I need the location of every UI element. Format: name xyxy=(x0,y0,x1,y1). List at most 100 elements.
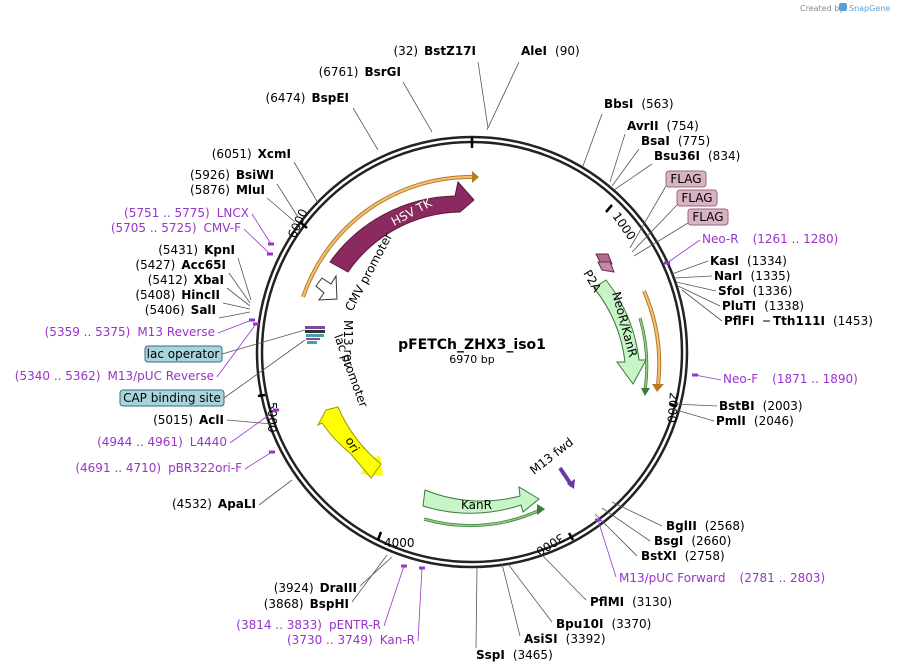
leader-line xyxy=(613,163,653,191)
site-label: (775) xyxy=(678,134,710,148)
site-label: BsiWI xyxy=(236,168,274,182)
leader-line xyxy=(251,213,272,245)
flag-label: FLAG xyxy=(670,172,701,186)
leader-line xyxy=(594,513,638,557)
site-label: Acc65I xyxy=(181,258,226,272)
leader-line xyxy=(507,563,553,623)
site-label: KasI xyxy=(710,254,739,268)
leader-line xyxy=(226,419,273,425)
leader-line xyxy=(222,302,251,310)
site-label: DraIII xyxy=(320,581,357,595)
site-label: (32) xyxy=(393,44,418,58)
tick-label: 3000 xyxy=(534,530,567,558)
site-label: (2046) xyxy=(754,414,794,428)
leader-line xyxy=(229,409,277,444)
site-label: (2781 .. 2803) xyxy=(740,571,826,585)
leader-line xyxy=(501,563,521,637)
kanr-feature[interactable] xyxy=(422,486,540,514)
leader-line xyxy=(477,61,489,129)
plasmid-name: pFETCh_ZHX3_iso1 xyxy=(398,337,546,353)
leader-line xyxy=(237,257,252,301)
site-label: (5427) xyxy=(135,258,175,272)
site-label: Kan-R xyxy=(380,633,415,647)
site-label: (1453) xyxy=(833,314,873,328)
site-label: (2568) xyxy=(705,519,745,533)
site-label: MluI xyxy=(236,183,265,197)
leader-line xyxy=(540,553,587,601)
site-label: BsaI xyxy=(641,134,670,148)
flag-box-2[interactable]: FLAG xyxy=(676,189,718,207)
leader-line xyxy=(673,275,713,279)
site-label: BspEI xyxy=(311,91,349,105)
leader-line xyxy=(611,148,640,187)
site-label: BbsI xyxy=(604,97,633,111)
site-label: (3814 .. 3833) xyxy=(236,618,322,632)
leader-line xyxy=(629,185,667,249)
site-label: (3465) xyxy=(513,648,553,662)
site-label: (4691 .. 4710) xyxy=(75,461,161,475)
site-label: AsiSI xyxy=(524,632,558,646)
flag-box-1[interactable]: FLAG xyxy=(665,170,707,188)
leader-line xyxy=(675,281,717,292)
snapgene-logo-icon xyxy=(839,3,847,11)
tick-label: 2000 xyxy=(664,392,681,424)
leader-line xyxy=(631,204,678,253)
leader-line xyxy=(601,507,651,542)
leader-line xyxy=(226,287,251,307)
site-label: XcmI xyxy=(258,147,291,161)
tick-mark xyxy=(257,393,266,398)
site-label: (5926) xyxy=(190,168,230,182)
leader-line xyxy=(217,319,253,334)
site-label: (563) xyxy=(641,97,673,111)
neor-feature[interactable] xyxy=(593,279,647,385)
tick-label: 1000 xyxy=(610,210,639,243)
lac-operator-box[interactable]: lac operator xyxy=(144,345,223,363)
leader-line xyxy=(351,554,388,603)
site-label: (5705 .. 5725) xyxy=(111,221,197,235)
flag-box-3[interactable]: FLAG xyxy=(687,208,729,226)
cap-site-box[interactable]: CAP binding site xyxy=(119,389,225,407)
site-label: Bpu10I xyxy=(556,617,603,631)
lac-operator-feature[interactable] xyxy=(305,326,325,344)
site-label: (1335) xyxy=(751,269,791,283)
p2a-feature[interactable] xyxy=(595,253,615,273)
site-label: (5359 .. 5375) xyxy=(45,325,131,339)
leader-line xyxy=(633,222,689,257)
hsv-tk-feature[interactable] xyxy=(329,180,475,273)
cap-site-text: CAP binding site xyxy=(123,391,221,405)
leader-line xyxy=(677,285,721,307)
site-label: (5408) xyxy=(135,288,175,302)
ori-feature[interactable] xyxy=(316,406,382,479)
flag-label: FLAG xyxy=(681,191,712,205)
site-label: (6761) xyxy=(319,65,359,79)
leader-line xyxy=(218,311,251,319)
m13-fwd-label: M13 fwd xyxy=(527,435,576,477)
leader-line xyxy=(293,161,319,204)
leader-line xyxy=(694,374,722,381)
leader-line xyxy=(223,339,306,399)
site-label: XbaI xyxy=(194,273,224,287)
site-label: AclI xyxy=(199,413,224,427)
tick-mark xyxy=(605,204,613,213)
cmv-promoter-feature[interactable] xyxy=(315,274,338,301)
site-label: HincII xyxy=(181,288,220,302)
site-label: (1261 .. 1280) xyxy=(753,232,839,246)
site-label: PluTI xyxy=(722,299,756,313)
leader-line xyxy=(402,81,433,133)
leader-line xyxy=(228,272,251,304)
leader-line xyxy=(276,183,299,218)
tick-mark xyxy=(376,531,383,541)
leader-line xyxy=(666,239,701,264)
site-label: (3924) xyxy=(274,581,314,595)
site-label: Neo-F xyxy=(723,372,758,386)
site-label: ApaLI xyxy=(218,497,256,511)
leader-line xyxy=(673,403,718,407)
site-label: PmlI xyxy=(716,414,746,428)
site-label: BglII xyxy=(666,519,697,533)
hsv-tk-orf-arrowhead xyxy=(472,171,479,183)
site-label: (3130) xyxy=(632,595,672,609)
site-label: (6474) xyxy=(266,91,306,105)
site-label: (2660) xyxy=(691,534,731,548)
site-label: (1336) xyxy=(753,284,793,298)
